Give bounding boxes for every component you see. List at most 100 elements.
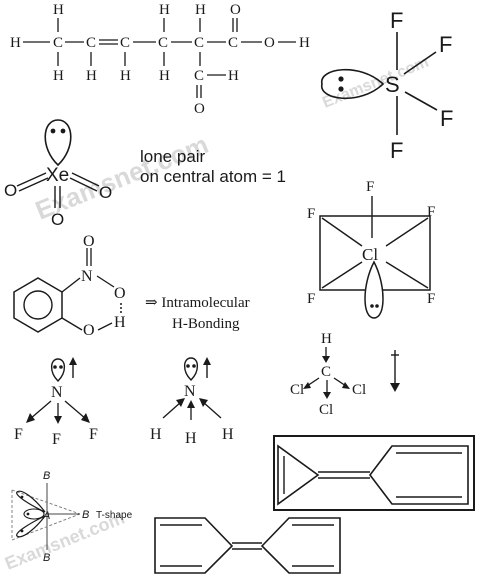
bond (321, 217, 363, 247)
atom-b: B (43, 552, 50, 564)
atom-f: F (427, 291, 435, 307)
arrow-head (342, 382, 350, 389)
clf5-structure: Cl F F F F F (307, 179, 435, 319)
arrow-head (322, 356, 330, 363)
bond (61, 277, 81, 293)
atom-o: O (264, 35, 275, 51)
atom-c: C (86, 35, 96, 51)
atom-o: O (114, 285, 126, 302)
electron-dot (370, 304, 374, 308)
atom-f: F (439, 32, 452, 57)
chcl3-structure: H C Cl Cl Cl (290, 331, 400, 418)
bond (321, 261, 363, 289)
atom-f: F (52, 431, 61, 448)
atom-h: H (159, 2, 170, 18)
arrow-head (26, 413, 35, 423)
atom-o: O (83, 322, 95, 339)
electron-dot (338, 76, 344, 82)
double-bond (71, 172, 100, 187)
watermark-1: Examsnet.com (320, 54, 431, 112)
electron-dot (192, 364, 196, 368)
atom-o: O (230, 2, 241, 18)
atom-b: B (82, 509, 89, 521)
bis-hexagon-structure (154, 517, 341, 574)
arrow-head (323, 392, 331, 399)
atom-c: C (120, 35, 130, 51)
atom-xe: Xe (46, 165, 69, 186)
benzene-ring (13, 277, 63, 333)
atom-cl: Cl (319, 402, 333, 418)
bond (385, 261, 429, 289)
double-bond (16, 172, 47, 187)
atom-h: H (10, 35, 21, 51)
six-membered-ring (154, 517, 234, 574)
atom-f: F (89, 426, 98, 443)
atom-n: N (81, 268, 93, 285)
watermarks: Examsnet.com Examsnet.com Examsnet.com (2, 54, 431, 574)
triangle-hexagon-structure (273, 435, 475, 511)
atom-o: O (194, 101, 205, 117)
electron-dot (59, 365, 63, 369)
arrow-head (81, 413, 90, 423)
atom-f: F (307, 206, 315, 222)
double-bond (69, 177, 98, 192)
atom-c: C (321, 364, 331, 380)
atom-h: H (195, 2, 206, 18)
arrow-head (69, 357, 77, 365)
atom-o: O (99, 183, 112, 202)
atom-h: H (228, 68, 239, 84)
atom-f: F (440, 106, 453, 131)
atom-f: F (14, 426, 23, 443)
arrow-head (303, 382, 311, 389)
atom-h: H (53, 68, 64, 84)
lone-pair-caption: lone pair (140, 147, 206, 166)
electron-dot (338, 86, 344, 92)
electron-dot (26, 512, 30, 516)
atom-h: H (222, 426, 234, 443)
h-bonding-label: H-Bonding (172, 316, 240, 332)
h-bonding-label: ⇒ Intramolecular (145, 295, 250, 311)
atom-f: F (390, 138, 403, 163)
o-nitrophenol-structure: N O O O H ⇒ Intramolecular H-Bonding (13, 233, 250, 339)
atom-h: H (299, 35, 310, 51)
bond-arrow (202, 401, 222, 419)
hexenoic-acid-structure: H H H O H C C C C C C O H H (10, 2, 310, 117)
atom-h: H (159, 68, 170, 84)
atom-h: H (120, 68, 131, 84)
t-shape-structure: A B B B T-shape (11, 470, 133, 564)
atom-h: H (86, 68, 97, 84)
arrow-head (176, 398, 185, 407)
lone-pair-lobe (364, 260, 384, 319)
arrow-head (54, 416, 62, 424)
arrow-head (187, 400, 195, 408)
electron-dot (375, 304, 379, 308)
atom-c: C (228, 35, 238, 51)
bond (96, 275, 115, 288)
bond (385, 217, 429, 247)
guide-line (11, 489, 81, 515)
atom-h: H (53, 2, 64, 18)
t-shape-label: T-shape (96, 510, 133, 521)
atom-h: H (114, 314, 126, 331)
atom-n: N (51, 384, 63, 401)
atom-c: C (158, 35, 168, 51)
lone-pair-lobe (50, 358, 66, 382)
bond-arrow (29, 400, 52, 420)
double-bond (18, 177, 49, 192)
atom-c: C (194, 68, 204, 84)
lone-pair-lobe (16, 490, 46, 513)
atom-h: H (150, 426, 162, 443)
electron-dot (60, 128, 66, 134)
bond-arrow (64, 400, 87, 420)
lone-pair-lobe (321, 68, 385, 100)
electron-dot (50, 128, 56, 134)
sf4-structure: S F F F F (321, 8, 453, 163)
atom-cl: Cl (352, 382, 366, 398)
lone-pair-caption: on central atom = 1 (140, 167, 286, 186)
lone-pair-lobe (23, 508, 45, 520)
bond (61, 317, 83, 331)
bond (97, 322, 113, 331)
three-membered-ring (277, 444, 320, 506)
atom-f: F (427, 204, 435, 220)
atom-o: O (83, 233, 95, 250)
